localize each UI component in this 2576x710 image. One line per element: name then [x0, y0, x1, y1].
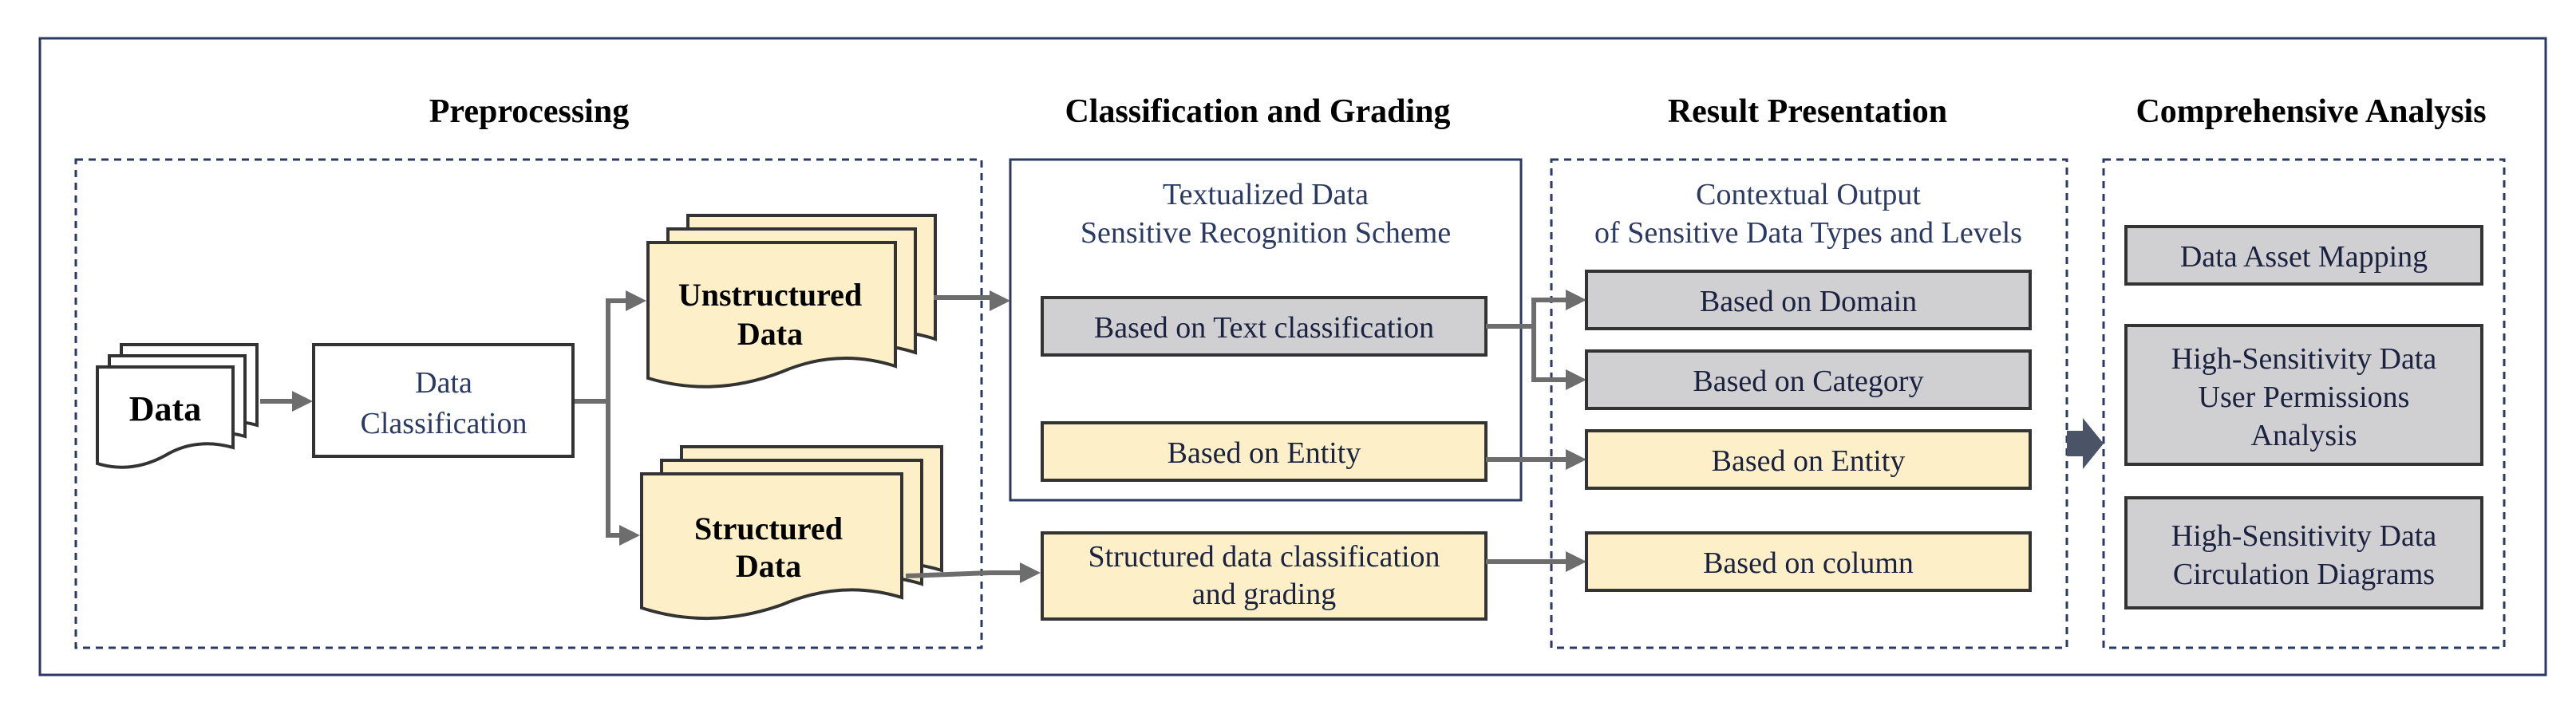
permissions-label-1: High-Sensitivity Data — [2171, 342, 2437, 376]
section-title-preprocessing: Preprocessing — [429, 93, 629, 130]
scheme-title-2: Sensitive Recognition Scheme — [1081, 216, 1451, 250]
arrow-branch-structured — [606, 401, 622, 538]
data-document-stack: Data — [96, 343, 259, 469]
arrowhead-unstructured-to-scheme — [990, 290, 1010, 311]
data-classification-label-1: Data — [415, 366, 472, 400]
output-title-1: Contextual Output — [1696, 178, 1921, 211]
structured-grading-box — [1041, 531, 1488, 621]
column-label: Based on column — [1703, 546, 1914, 580]
data-label: Data — [129, 389, 201, 428]
unstructured-label-2: Data — [737, 316, 803, 352]
domain-box — [1585, 270, 2032, 330]
arrowhead-structured-to-grading — [1020, 562, 1041, 583]
structured-grading-label-2: and grading — [1192, 578, 1336, 611]
section-title-classification: Classification and Grading — [1065, 93, 1450, 130]
arrowhead-data-to-classification — [292, 391, 313, 412]
category-label: Based on Category — [1693, 365, 1923, 398]
category-box — [1585, 349, 2032, 410]
arrow-text-to-domain — [1486, 298, 1569, 329]
asset-mapping-label: Data Asset Mapping — [2180, 240, 2428, 274]
structured-label-1: Structured — [694, 511, 843, 546]
arrow-text-to-category — [1531, 326, 1569, 382]
scheme-frame — [1009, 158, 1523, 502]
structured-data-stack: Structured Data — [640, 445, 943, 620]
data-classification-label-2: Classification — [361, 407, 527, 440]
result-entity-box — [1585, 429, 2032, 490]
arrow-branch-unstructured — [606, 298, 629, 401]
arrowhead-grading-to-column — [1566, 551, 1586, 572]
structured-grading-label-1: Structured data classification — [1088, 540, 1440, 574]
output-title-2: of Sensitive Data Types and Levels — [1594, 216, 2022, 250]
analysis-frame — [2102, 158, 2506, 649]
data-classification-box — [312, 343, 575, 458]
preprocessing-frame — [74, 158, 983, 649]
big-arrow-to-analysis — [2067, 418, 2104, 469]
structured-label-2: Data — [736, 548, 801, 584]
column-box — [1585, 531, 2032, 592]
arrowhead-entity-to-entity — [1566, 449, 1586, 470]
circulation-label-2: Circulation Diagrams — [2173, 558, 2435, 591]
permissions-label-3: Analysis — [2251, 419, 2357, 452]
unstructured-data-stack: Unstructured Data — [646, 214, 937, 389]
arrowhead-unstructured — [626, 290, 646, 311]
entity-label: Based on Entity — [1167, 436, 1361, 470]
result-frame — [1550, 158, 2068, 649]
domain-label: Based on Domain — [1700, 285, 1917, 318]
text-classification-label: Based on Text classification — [1094, 311, 1434, 345]
outer-frame — [38, 37, 2547, 676]
arrow-structured-to-grading — [905, 570, 1023, 578]
section-title-analysis: Comprehensive Analysis — [2135, 93, 2486, 130]
asset-mapping-box — [2124, 225, 2483, 286]
section-title-result: Result Presentation — [1668, 93, 1947, 130]
circulation-label-1: High-Sensitivity Data — [2171, 519, 2437, 553]
scheme-title-1: Textualized Data — [1163, 178, 1369, 211]
arrowhead-text-to-category — [1566, 369, 1586, 390]
circulation-box — [2124, 496, 2483, 609]
arrowhead-text-to-domain — [1566, 290, 1586, 310]
permissions-box — [2124, 324, 2483, 466]
arrowhead-structured — [619, 525, 640, 546]
entity-box — [1041, 421, 1488, 482]
permissions-label-2: User Permissions — [2199, 381, 2410, 414]
unstructured-label-1: Unstructured — [678, 277, 862, 313]
result-entity-label: Based on Entity — [1712, 444, 1906, 478]
